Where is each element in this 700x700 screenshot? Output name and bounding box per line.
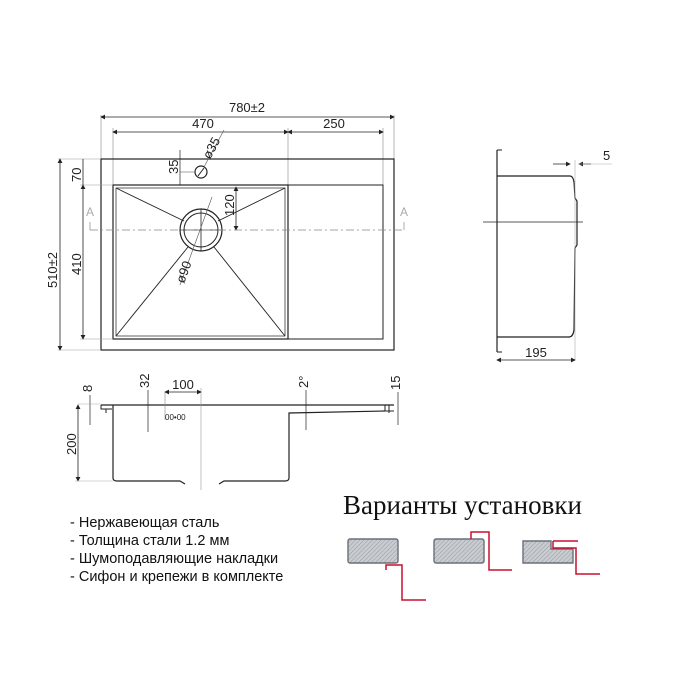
rim-top-label: 70 — [69, 168, 84, 182]
bowl-outline — [112, 184, 289, 340]
feature-item: - Сифон и крепежи в комплекте — [70, 569, 284, 585]
side-depth-label: 195 — [525, 345, 547, 360]
bowl-width-label: 470 — [192, 116, 214, 131]
variant-flush-mount-icon — [522, 540, 600, 575]
drain-diameter-label: ø90 — [173, 259, 195, 285]
side-flange-label: 5 — [603, 148, 610, 163]
sink-outline — [100, 158, 395, 351]
installation-variants — [347, 531, 600, 601]
dim-overall-width: 780±2 — [100, 100, 395, 160]
section-rim-left-label: 8 — [80, 385, 95, 392]
section-drain-spacing-label: 100 — [172, 377, 194, 392]
bowl-depth-label: 410 — [69, 253, 84, 275]
feature-list: - Нержавеющая сталь - Толщина стали 1.2 … — [70, 514, 283, 586]
section-rim-right-label: 15 — [388, 376, 403, 390]
side-view: 5 195 — [483, 148, 612, 363]
overall-depth-label: 510±2 — [45, 252, 60, 288]
feature-item: - Толщина стали 1.2 мм — [70, 533, 230, 549]
section-marker-left: A — [86, 205, 94, 219]
tap-hole-icon — [194, 165, 208, 179]
feature-item: - Шумоподавляющие накладки — [70, 551, 279, 567]
section-marker-right: A — [400, 205, 408, 219]
drainboard-outline — [287, 184, 384, 340]
section-height-label: 200 — [64, 433, 79, 455]
installation-title: Варианты установки — [343, 490, 582, 520]
section-drain-symbol: 00•00 — [165, 413, 186, 422]
section-view: 8 200 32 100 00•00 2° 15 — [64, 374, 403, 490]
section-slope-label: 2° — [296, 376, 311, 388]
plan-view: 780±2 470 250 — [45, 100, 408, 351]
dim-bowl-drainboard: 470 250 — [112, 116, 384, 186]
drainboard-width-label: 250 — [323, 116, 345, 131]
drain-offset-label: 120 — [222, 194, 237, 216]
feature-item: - Нержавеющая сталь — [70, 515, 220, 531]
variant-overmount-icon — [433, 531, 512, 571]
tap-hole-offset-label: 35 — [166, 160, 181, 174]
overall-width-label: 780±2 — [229, 100, 265, 115]
variant-undermount-icon — [347, 538, 426, 601]
section-drain-offset-label: 32 — [137, 374, 152, 388]
